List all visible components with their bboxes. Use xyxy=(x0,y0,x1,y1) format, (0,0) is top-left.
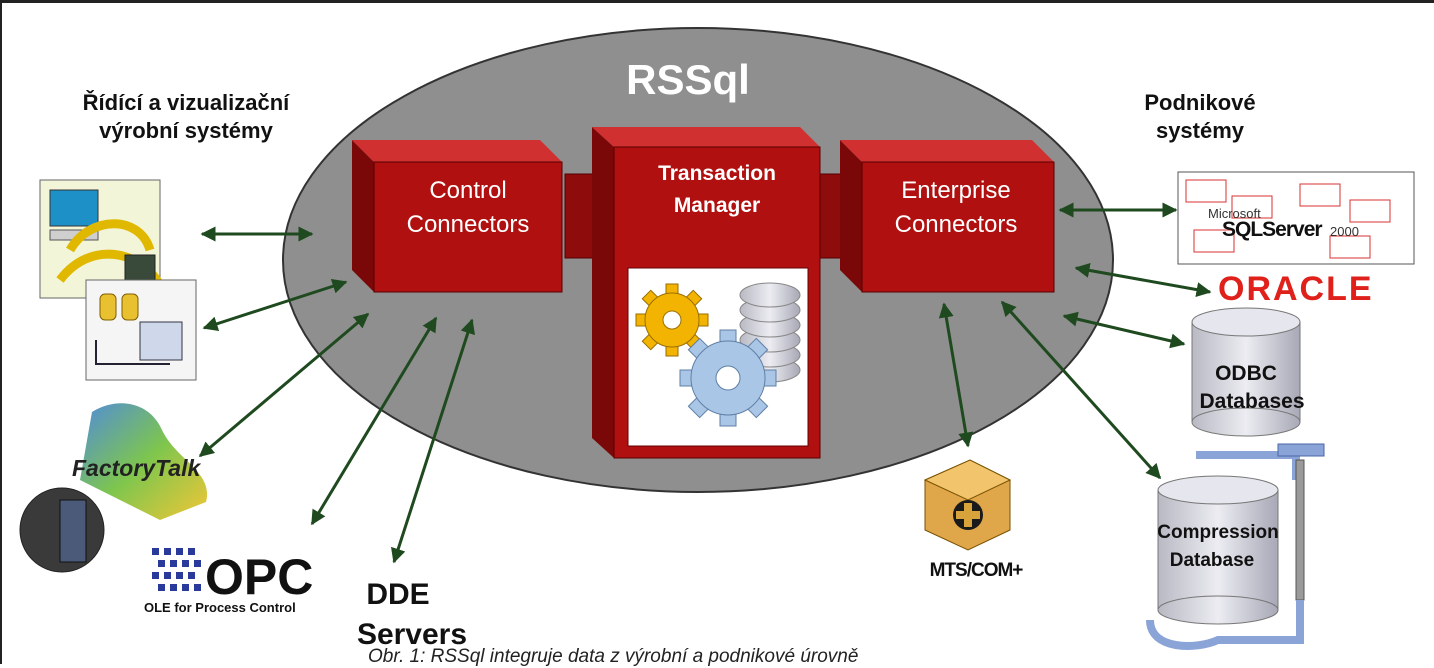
figure-caption: Obr. 1: RSSql integruje data z výrobní a… xyxy=(368,646,859,667)
rssql-title: RSSql xyxy=(626,56,750,103)
enterprise-connectors-line2: Connectors xyxy=(895,211,1018,238)
connection-arrows xyxy=(198,202,1212,564)
control-connectors-block: Control Connectors xyxy=(352,140,563,293)
hmi-computer-icon xyxy=(39,179,164,299)
control-connectors-line1: Control xyxy=(429,177,506,204)
mts-com-icon: MTS/COM+ xyxy=(923,459,1024,581)
opc-logo: OPC OLE for Process Control xyxy=(144,548,313,615)
dde-servers-line2: Servers xyxy=(357,618,467,651)
dde-servers-line1: DDE xyxy=(366,578,429,611)
transaction-manager-line2: Manager xyxy=(674,194,760,217)
compression-line2: Database xyxy=(1170,550,1255,571)
sqlserver-version-label: 2000 xyxy=(1330,224,1359,239)
arrow-factorytalk-control xyxy=(198,312,370,458)
sqlserver-small-label: Microsoft xyxy=(1208,206,1261,221)
transaction-manager-line1: Transaction xyxy=(658,162,776,185)
sqlserver-logo: Microsoft SQLServer 2000 xyxy=(1177,171,1415,265)
left-heading-line1: Řídící a vizualizační xyxy=(83,90,291,115)
right-heading-line2: systémy xyxy=(1156,118,1245,143)
control-connectors-line2: Connectors xyxy=(407,211,530,238)
transaction-manager-block: Transaction Manager xyxy=(592,127,821,459)
enterprise-connectors-block: Enterprise Connectors xyxy=(840,140,1055,293)
left-heading-line2: výrobní systémy xyxy=(99,118,273,143)
blue-gear-icon xyxy=(679,329,777,427)
oracle-logo: ORACLE xyxy=(1218,270,1374,308)
connector-bar-left xyxy=(564,173,598,259)
odbc-line2: Databases xyxy=(1199,390,1304,413)
factorytalk-label: FactoryTalk xyxy=(72,455,201,481)
compression-line1: Compression xyxy=(1157,522,1278,543)
sqlserver-name-label: SQLServer xyxy=(1222,218,1322,241)
odbc-line1: ODBC xyxy=(1215,362,1277,385)
arrow-enterprise-oracle xyxy=(1074,262,1212,298)
enterprise-connectors-line1: Enterprise xyxy=(901,177,1010,204)
arrow-enterprise-compression xyxy=(1000,300,1162,480)
right-heading-line1: Podnikové xyxy=(1144,90,1255,115)
compression-database-icon: Compression Database xyxy=(1146,443,1325,650)
factorytalk-logo: FactoryTalk xyxy=(19,403,208,573)
arrow-dde-control xyxy=(391,318,475,564)
mts-com-label: MTS/COM+ xyxy=(930,560,1024,581)
odbc-database-icon: ODBC Databases xyxy=(1191,307,1305,437)
opc-caption: OLE for Process Control xyxy=(144,600,296,615)
opc-logo-text: OPC xyxy=(205,549,313,605)
yellow-gear-icon xyxy=(635,283,709,357)
arrow-enterprise-mts xyxy=(938,302,974,448)
process-control-icon xyxy=(85,279,197,381)
